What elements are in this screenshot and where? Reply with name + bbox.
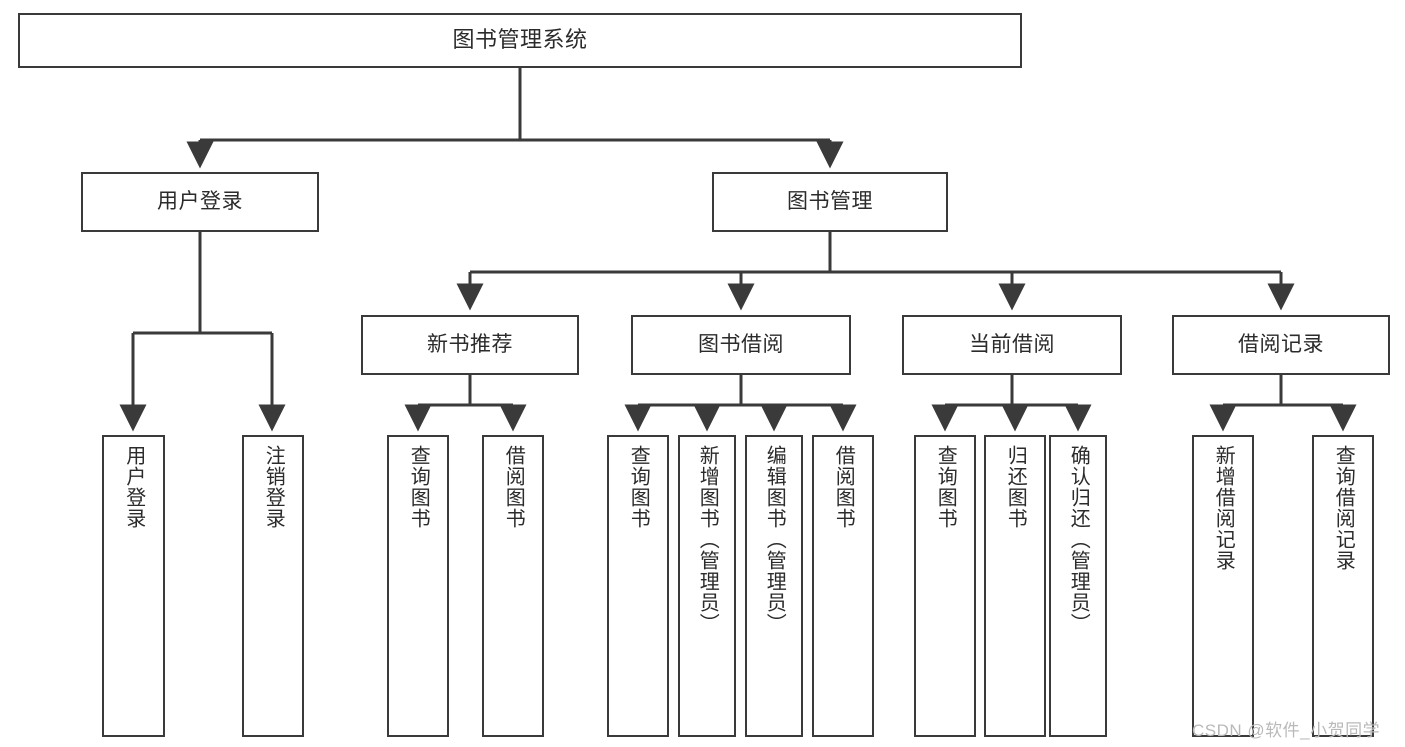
node-leaf-query-book-1[interactable]: 查询图书 — [387, 435, 449, 737]
node-leaf-query-book-1-label: 查询图书 — [407, 445, 430, 529]
node-leaf-user-login[interactable]: 用户登录 — [102, 435, 165, 737]
node-leaf-user-login-label: 用户登录 — [122, 445, 145, 529]
node-leaf-add-book-label: 新增图书（管理员） — [696, 445, 719, 634]
node-leaf-add-record-label: 新增借阅记录 — [1212, 445, 1235, 571]
node-leaf-borrow-book-1[interactable]: 借阅图书 — [482, 435, 544, 737]
node-leaf-user-logout[interactable]: 注销登录 — [242, 435, 304, 737]
node-borrow-record[interactable]: 借阅记录 — [1172, 315, 1390, 375]
node-leaf-confirm-return[interactable]: 确认归还（管理员） — [1049, 435, 1107, 737]
node-leaf-return-book-label: 归还图书 — [1004, 445, 1027, 529]
node-book-manage[interactable]: 图书管理 — [712, 172, 948, 232]
node-current-borrow[interactable]: 当前借阅 — [902, 315, 1122, 375]
node-leaf-query-book-3-label: 查询图书 — [934, 445, 957, 529]
node-root[interactable]: 图书管理系统 — [18, 13, 1022, 68]
node-leaf-borrow-book-1-label: 借阅图书 — [502, 445, 525, 529]
node-root-label: 图书管理系统 — [452, 27, 588, 53]
node-user-login-label: 用户登录 — [157, 190, 243, 214]
node-current-borrow-label: 当前借阅 — [969, 333, 1055, 357]
node-leaf-add-record[interactable]: 新增借阅记录 — [1192, 435, 1254, 737]
node-leaf-add-book[interactable]: 新增图书（管理员） — [678, 435, 736, 737]
node-new-book-rec-label: 新书推荐 — [427, 333, 513, 357]
node-leaf-query-book-3[interactable]: 查询图书 — [914, 435, 976, 737]
node-book-manage-label: 图书管理 — [787, 190, 873, 214]
node-leaf-user-logout-label: 注销登录 — [262, 445, 285, 529]
node-leaf-query-book-2[interactable]: 查询图书 — [607, 435, 669, 737]
node-leaf-edit-book[interactable]: 编辑图书（管理员） — [745, 435, 803, 737]
node-leaf-query-book-2-label: 查询图书 — [627, 445, 650, 529]
node-new-book-rec[interactable]: 新书推荐 — [361, 315, 579, 375]
node-borrow-record-label: 借阅记录 — [1238, 333, 1324, 357]
csdn-watermark: CSDN @软件_小贺同学 — [1192, 721, 1381, 740]
node-user-login[interactable]: 用户登录 — [81, 172, 319, 232]
node-leaf-query-record[interactable]: 查询借阅记录 — [1312, 435, 1374, 737]
node-book-borrow[interactable]: 图书借阅 — [631, 315, 851, 375]
node-leaf-return-book[interactable]: 归还图书 — [984, 435, 1046, 737]
node-leaf-borrow-book-2[interactable]: 借阅图书 — [812, 435, 874, 737]
node-leaf-edit-book-label: 编辑图书（管理员） — [763, 445, 786, 634]
node-leaf-confirm-return-label: 确认归还（管理员） — [1067, 445, 1090, 634]
node-leaf-borrow-book-2-label: 借阅图书 — [832, 445, 855, 529]
node-book-borrow-label: 图书借阅 — [698, 333, 784, 357]
node-leaf-query-record-label: 查询借阅记录 — [1332, 445, 1355, 571]
